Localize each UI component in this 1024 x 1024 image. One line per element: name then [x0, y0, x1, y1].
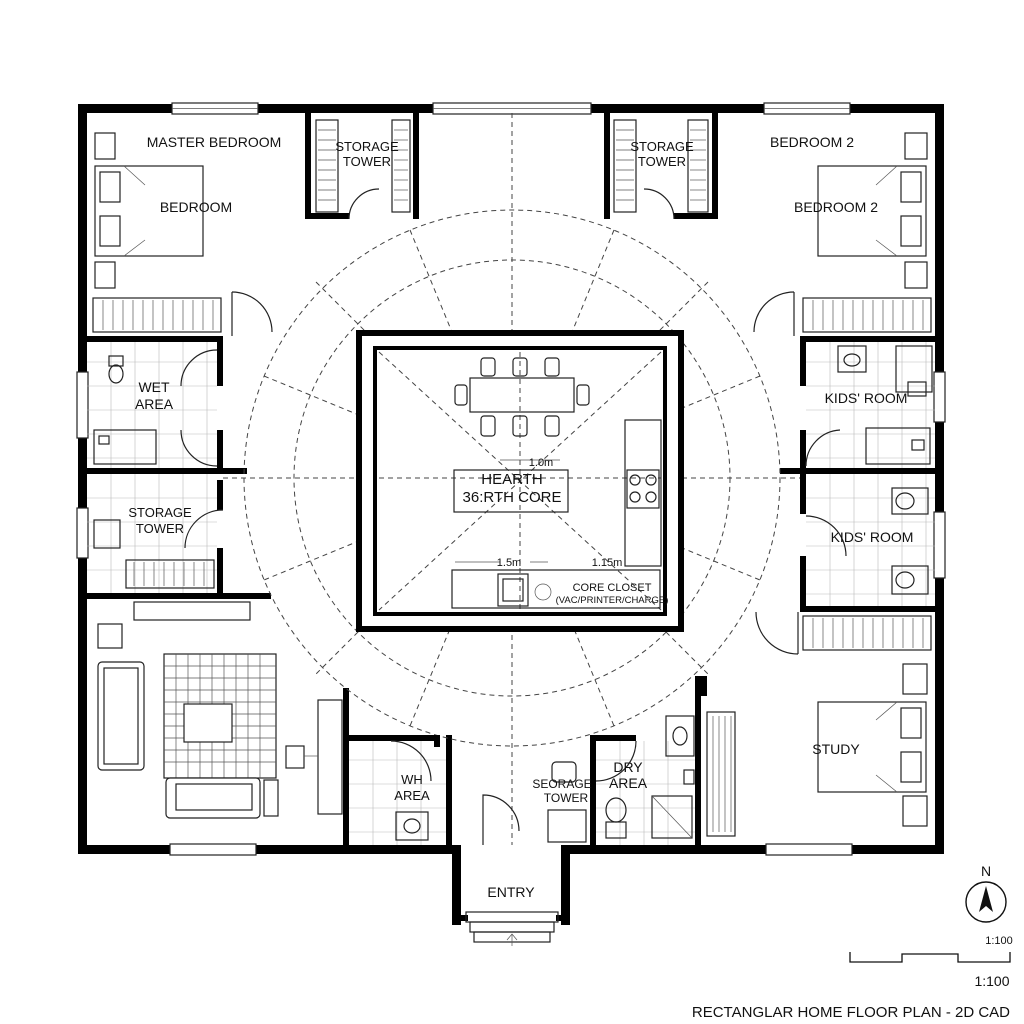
- storage-tower-bottom-line1: SEORAGE: [532, 777, 591, 791]
- storage-tower-left-line1: STORAGE: [128, 505, 192, 520]
- wet-area: WET AREA: [87, 342, 218, 468]
- hearth-core: 1.0m HEARTH 36:RTH CORE 1.5m 1.15m CORE …: [356, 330, 684, 632]
- core-dim-top: 1.0m: [529, 457, 553, 469]
- core-title-2: 36:RTH CORE: [463, 489, 562, 506]
- wet-area-line1: WET: [138, 379, 170, 395]
- kids-room-2-label: KIDS' ROOM: [831, 529, 914, 545]
- core-dim-left: 1.5m: [497, 557, 521, 569]
- storage-tower-top-right: STORAGE TOWER: [613, 119, 709, 220]
- storage-tower-tl-line2: TOWER: [343, 154, 391, 169]
- scale-bar: [849, 952, 1011, 963]
- entry: ENTRY: [452, 845, 570, 946]
- scale-large-label: 1:100: [974, 973, 1009, 989]
- storage-tower-bottom-line2: TOWER: [544, 791, 589, 805]
- interior-walls: [87, 113, 935, 845]
- storage-tower-bottom: SEORAGE TOWER: [482, 761, 592, 845]
- entry-label: ENTRY: [487, 884, 535, 900]
- study-label: STUDY: [812, 741, 860, 757]
- storage-tower-left-line2: TOWER: [136, 521, 184, 536]
- wet-area-line2: AREA: [135, 396, 174, 412]
- dry-area-line1: DRY: [613, 759, 643, 775]
- bedroom-left-label: BEDROOM: [160, 199, 232, 215]
- bedroom2-header-label: BEDROOM 2: [770, 134, 854, 150]
- entry-steps: [465, 911, 559, 946]
- dining-chairs: [454, 357, 590, 437]
- kids-room-1-label: KIDS' ROOM: [825, 390, 908, 406]
- kids-room-2: KIDS' ROOM: [805, 474, 935, 606]
- scale-small-label: 1:100: [985, 935, 1013, 947]
- wh-area-line2: AREA: [394, 788, 430, 803]
- legend: N 1:100 1:100 RECTANGLAR HOME FLOOR PLAN…: [692, 863, 1013, 1021]
- study-room: STUDY: [706, 611, 932, 837]
- kids-room-1: KIDS' ROOM: [805, 342, 935, 468]
- wh-area: WH AREA: [349, 735, 446, 845]
- bedroom-2: BEDROOM 2 BEDROOM 2: [753, 132, 932, 336]
- wh-area-line1: WH: [401, 772, 423, 787]
- storage-tower-tr-line1: STORAGE: [630, 139, 694, 154]
- north-arrow-icon: [965, 881, 1007, 923]
- bedroom2-label: BEDROOM 2: [794, 199, 878, 215]
- plan-title: RECTANGLAR HOME FLOOR PLAN - 2D CAD: [692, 1004, 1010, 1021]
- core-dim-right: 1.15m: [592, 557, 623, 569]
- storage-tower-top-left: STORAGE TOWER: [315, 119, 411, 220]
- master-bedroom-label: MASTER BEDROOM: [147, 134, 282, 150]
- core-title-1: HEARTH: [481, 471, 542, 488]
- dry-area-line2: AREA: [609, 775, 648, 791]
- north-label: N: [981, 863, 991, 879]
- living-area: [97, 601, 343, 819]
- core-closet-label: CORE CLOSET: [573, 582, 652, 594]
- dry-area: DRY AREA: [595, 715, 695, 845]
- storage-tower-tl-line1: STORAGE: [335, 139, 399, 154]
- storage-tower-left: STORAGE TOWER: [87, 474, 224, 593]
- core-closet-sub: (VAC/PRINTER/CHARGE): [556, 595, 669, 606]
- storage-tower-tr-line2: TOWER: [638, 154, 686, 169]
- master-bedroom: MASTER BEDROOM BEDROOM: [92, 132, 282, 336]
- windows: [76, 102, 946, 856]
